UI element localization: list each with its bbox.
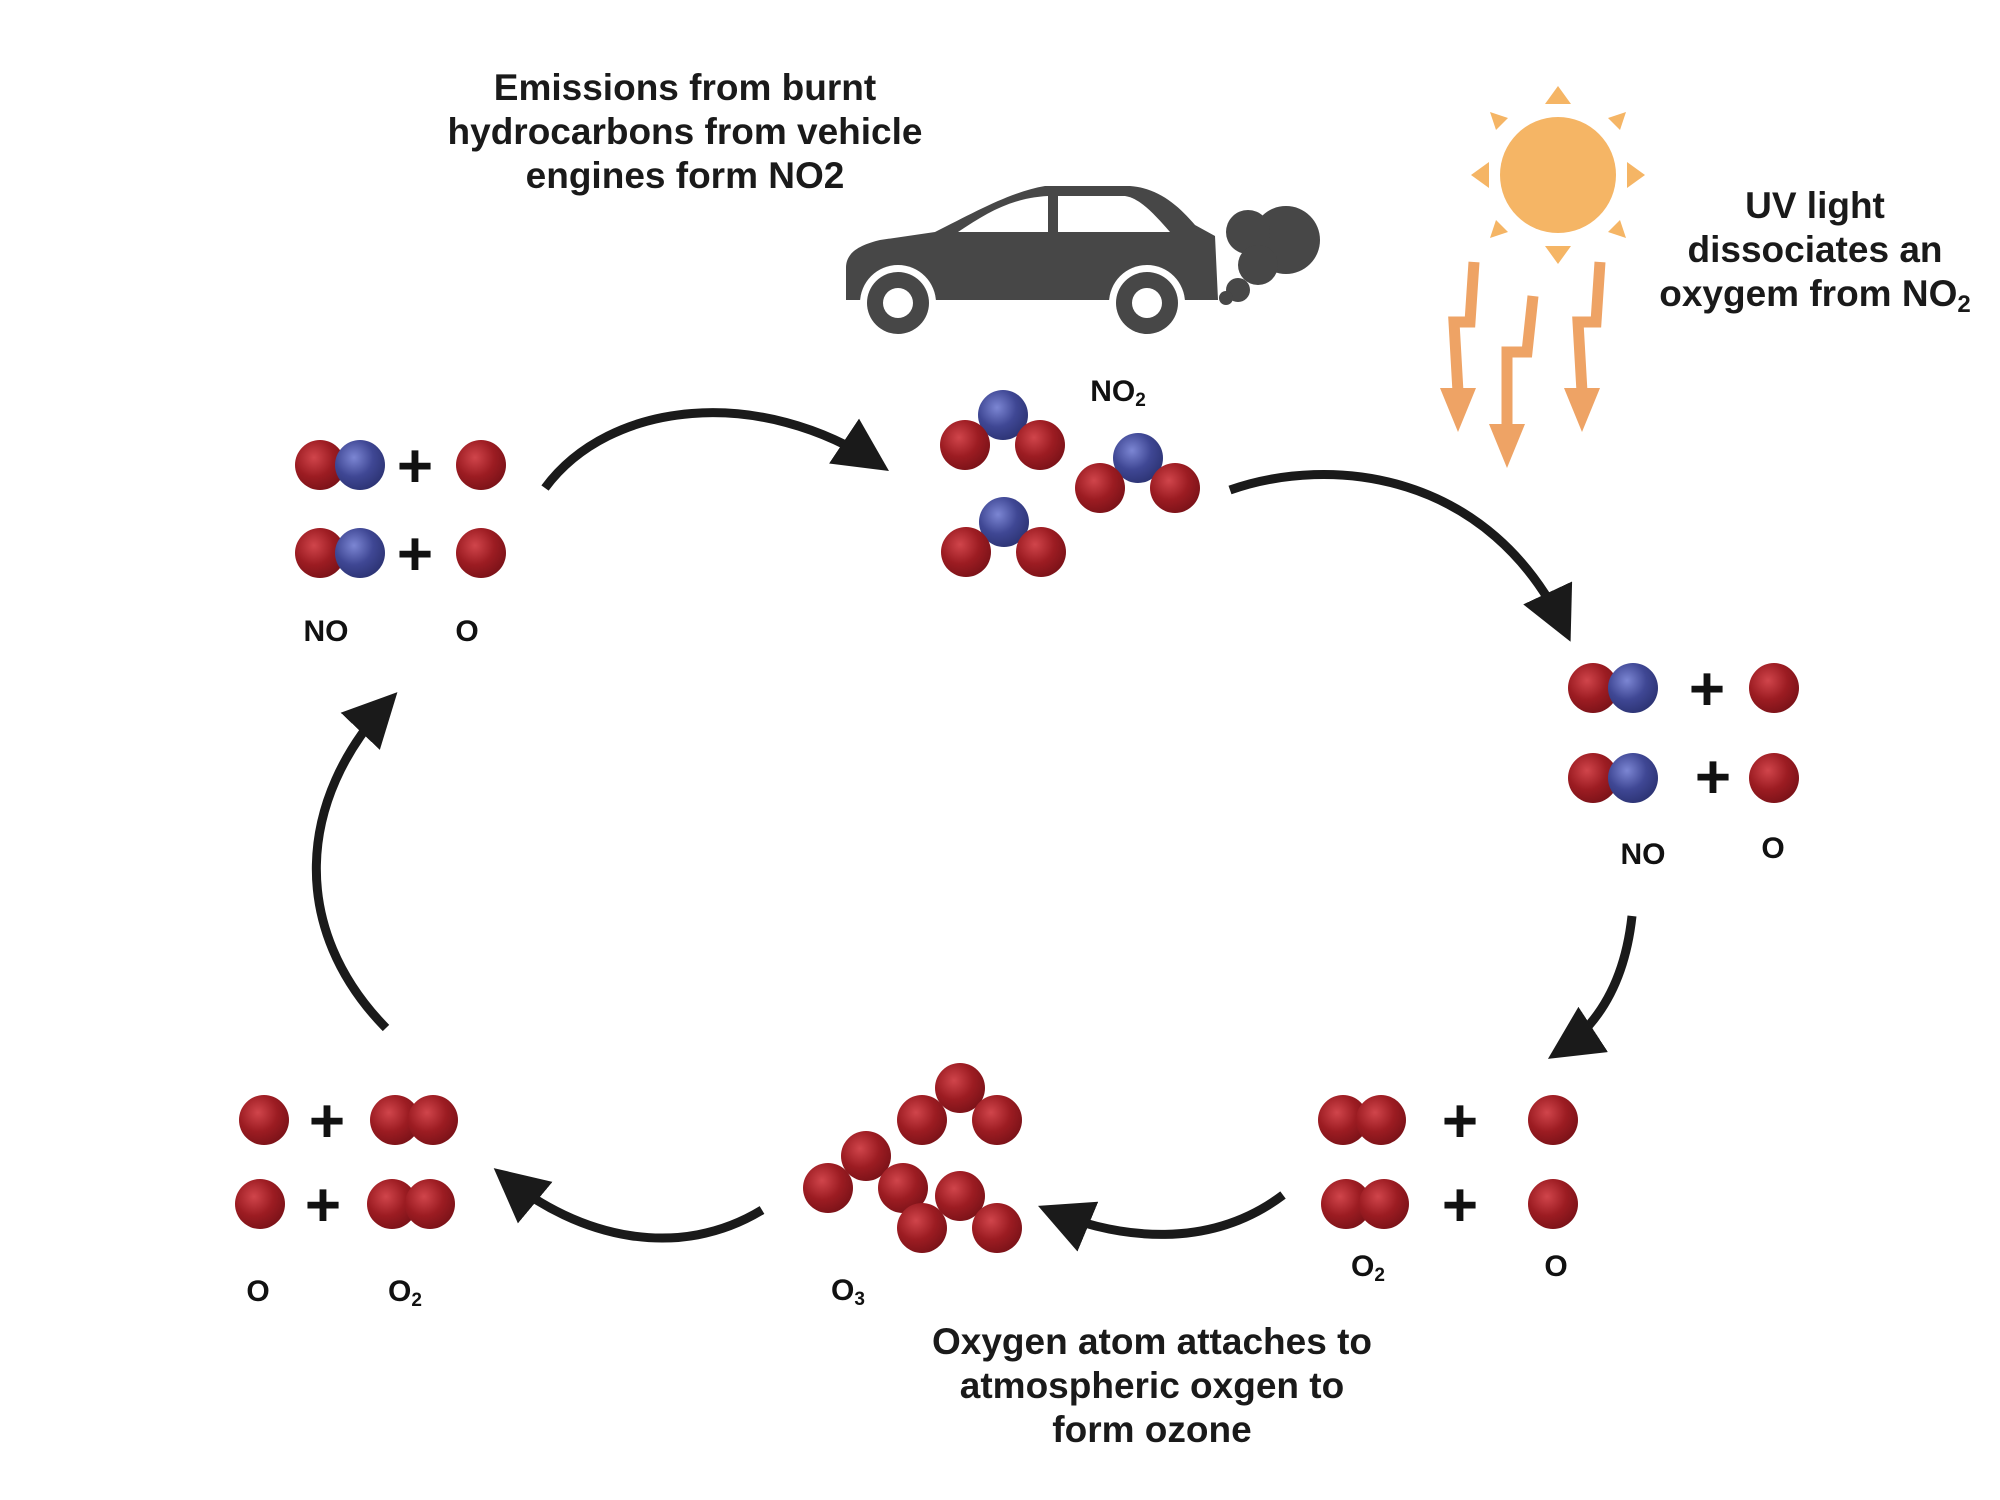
- plus-sign: +: [397, 520, 433, 589]
- oxygen-atom: [1356, 1095, 1406, 1145]
- oxygen-atom: [1150, 463, 1200, 513]
- label-o-lower-left: O: [246, 1275, 269, 1309]
- uv-caption: UV light dissociates an oxygem from NO2: [1650, 184, 1980, 327]
- label-o-right: O: [1761, 832, 1784, 866]
- plus-sign: +: [305, 1171, 341, 1240]
- oxygen-atom: [803, 1163, 853, 1213]
- oxygen-atom: [935, 1063, 985, 1113]
- oxygen-atom: [456, 528, 506, 578]
- cycle-arrow-icon: [1547, 915, 1637, 1059]
- label-text: NO: [1090, 375, 1136, 408]
- cycle-arrow-icon: [541, 408, 889, 491]
- oxygen-atom: [295, 440, 345, 490]
- label-o3-bottom: O3: [831, 1274, 865, 1317]
- cycle-arrows: [311, 408, 1637, 1252]
- exhaust-smoke-icon: [1219, 206, 1320, 305]
- oxygen-atom: [1075, 463, 1125, 513]
- oxygen-atom: [1568, 663, 1618, 713]
- oxygen-atom: [897, 1203, 947, 1253]
- ozone-caption: Oxygen atom attaches to atmospheric oxge…: [922, 1320, 1382, 1452]
- oxygen-atom: [972, 1095, 1022, 1145]
- label-no-right: NO: [1621, 838, 1666, 872]
- plus-sign: +: [1689, 655, 1725, 724]
- plus-sign: +: [1442, 1087, 1478, 1156]
- label-subscript: 2: [1135, 390, 1146, 411]
- uv-caption-subscript: 2: [1957, 291, 1971, 318]
- oxygen-atom: [1568, 753, 1618, 803]
- plus-sign: +: [1695, 743, 1731, 812]
- oxygen-atom: [1749, 753, 1799, 803]
- sun-icon: [1471, 86, 1645, 264]
- label-o-lower-right: O: [1544, 1250, 1567, 1284]
- oxygen-atom: [456, 440, 506, 490]
- plus-sign: +: [1442, 1171, 1478, 1240]
- car-icon: [846, 186, 1218, 341]
- label-text: O: [1544, 1250, 1568, 1283]
- oxygen-atom: [940, 420, 990, 470]
- label-text: O: [246, 1275, 270, 1308]
- oxygen-atom: [295, 528, 345, 578]
- oxygen-atom: [235, 1179, 285, 1229]
- oxygen-atom: [1321, 1179, 1371, 1229]
- uv-caption-text: UV light dissociates an oxygem from NO: [1659, 185, 1958, 314]
- oxygen-atom: [941, 527, 991, 577]
- oxygen-atom: [1528, 1179, 1578, 1229]
- plus-signs: + + + + + + + +: [305, 432, 1731, 1240]
- oxygen-atom: [878, 1163, 928, 1213]
- molecules: [235, 390, 1799, 1253]
- oxygen-atom: [1359, 1179, 1409, 1229]
- oxygen-atom: [841, 1131, 891, 1181]
- label-o2-lower-right: O2: [1351, 1250, 1385, 1293]
- oxygen-atom: [367, 1179, 417, 1229]
- oxygen-atom: [1016, 527, 1066, 577]
- label-text: O: [1761, 832, 1785, 865]
- label-subscript: 3: [854, 1289, 865, 1310]
- oxygen-atom: [408, 1095, 458, 1145]
- nitrogen-atom: [335, 528, 385, 578]
- oxygen-atom: [1318, 1095, 1368, 1145]
- uv-ray-arrowheads: [1440, 388, 1600, 468]
- plus-sign: +: [309, 1087, 345, 1156]
- label-text: O: [455, 615, 479, 648]
- oxygen-atom: [1749, 663, 1799, 713]
- label-subscript: 2: [411, 1290, 422, 1311]
- label-o2-lower-left: O2: [388, 1275, 422, 1318]
- nitrogen-atom: [1113, 433, 1163, 483]
- nitrogen-atom: [979, 497, 1029, 547]
- label-text: O: [388, 1275, 412, 1308]
- label-no2-top: NO2: [1090, 375, 1146, 418]
- nitrogen-atom: [1608, 663, 1658, 713]
- oxygen-atom: [405, 1179, 455, 1229]
- nitrogen-atom: [978, 390, 1028, 440]
- ozone-caption-text: Oxygen atom attaches to atmospheric oxge…: [931, 1321, 1372, 1450]
- oxygen-atom: [370, 1095, 420, 1145]
- oxygen-atom: [1528, 1095, 1578, 1145]
- oxygen-atom: [897, 1095, 947, 1145]
- cycle-arrow-icon: [311, 692, 398, 1032]
- cycle-arrow-icon: [493, 1168, 765, 1243]
- oxygen-atom: [972, 1203, 1022, 1253]
- label-text: O: [1351, 1250, 1375, 1283]
- nitrogen-atom: [1608, 753, 1658, 803]
- nitrogen-atom: [335, 440, 385, 490]
- plus-sign: +: [397, 432, 433, 501]
- cycle-arrow-icon: [1038, 1191, 1286, 1252]
- label-o-top-left: O: [455, 615, 478, 649]
- emissions-caption: Emissions from burnt hydrocarbons from v…: [440, 66, 930, 198]
- cycle-arrow-icon: [1228, 469, 1573, 642]
- emissions-caption-text: Emissions from burnt hydrocarbons from v…: [447, 67, 923, 196]
- label-no-top-left: NO: [304, 615, 349, 649]
- uv-ray-icon: [1448, 261, 1606, 428]
- label-text: NO: [303, 615, 349, 648]
- label-text: NO: [1620, 838, 1666, 871]
- label-text: O: [831, 1274, 855, 1307]
- label-subscript: 2: [1374, 1265, 1385, 1286]
- oxygen-atom: [239, 1095, 289, 1145]
- oxygen-atom: [1015, 420, 1065, 470]
- oxygen-atom: [935, 1171, 985, 1221]
